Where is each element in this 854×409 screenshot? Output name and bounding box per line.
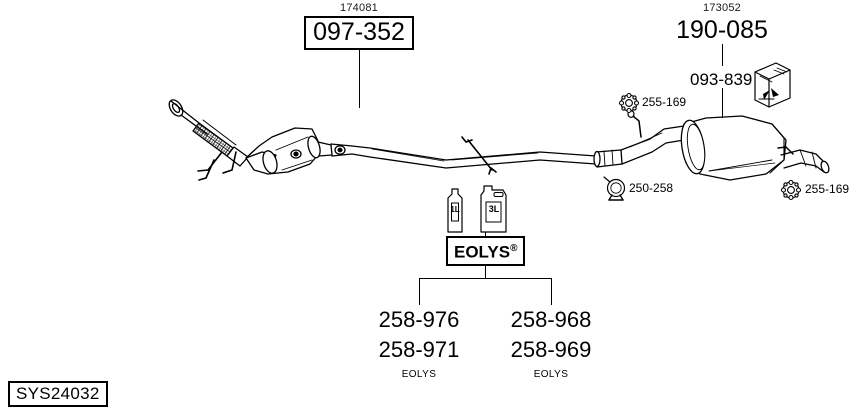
leader-line-eolys-right bbox=[551, 278, 552, 305]
leader-line-eolys-left bbox=[419, 278, 420, 305]
tail-pipe-graphic bbox=[777, 146, 830, 174]
eolys-label-text: EOLYS bbox=[454, 242, 511, 262]
mid-pipe-graphic bbox=[351, 136, 597, 175]
part-number-255-169-front[interactable]: 255-169 bbox=[642, 95, 687, 109]
bottle-1l-volume-label: 1L bbox=[450, 205, 460, 214]
registered-mark: ® bbox=[510, 243, 518, 254]
gasket-ring-icon-rear-graphic bbox=[780, 179, 802, 201]
flex-pipe-graphic bbox=[168, 99, 249, 181]
eolys-col-right: 258-968 258-969 EOLYS bbox=[487, 307, 615, 380]
part-number-250-258[interactable]: 250-258 bbox=[629, 181, 674, 195]
part-number-097-352[interactable]: 097-352 bbox=[304, 16, 414, 50]
eolys-bottle-1l-graphic bbox=[447, 188, 463, 233]
part-number-190-085[interactable]: 190-085 bbox=[676, 16, 768, 44]
eolys-col-left: 258-976 258-971 EOLYS bbox=[355, 307, 483, 380]
rear-pipe-graphic bbox=[620, 109, 685, 165]
package-box-icon-graphic bbox=[754, 62, 791, 108]
clamp-ring-icon-graphic bbox=[603, 176, 626, 201]
ref-code-173052: 173052 bbox=[703, 2, 741, 14]
leader-line-eolys-stem bbox=[485, 258, 486, 278]
leader-line-eolys-bracket bbox=[419, 278, 551, 279]
bottle-3l-volume-label: 3L bbox=[488, 204, 500, 214]
eolys-label-box[interactable]: EOLYS® bbox=[446, 236, 526, 266]
pipe-sleeve-joint-graphic bbox=[593, 149, 623, 168]
ref-code-174081: 174081 bbox=[340, 2, 378, 14]
system-code-box: SYS24032 bbox=[8, 381, 108, 407]
eolys-bottle-3l-graphic bbox=[480, 185, 507, 233]
callout-097-352: 174081 097-352 bbox=[292, 2, 426, 50]
part-number-258-969[interactable]: 258-969 bbox=[510, 337, 592, 362]
dpf-canister-graphic bbox=[245, 127, 333, 175]
part-number-258-971[interactable]: 258-971 bbox=[378, 337, 460, 362]
leader-line-097-352 bbox=[359, 50, 360, 108]
system-code: SYS24032 bbox=[8, 381, 108, 407]
gasket-ring-icon-front-graphic bbox=[618, 92, 640, 114]
part-number-093-839[interactable]: 093-839 bbox=[690, 70, 753, 89]
rear-silencer-graphic bbox=[680, 115, 787, 181]
leader-line-190-085-lower bbox=[722, 88, 723, 118]
leader-line-190-085-upper bbox=[722, 44, 723, 66]
eolys-caption-right: EOLYS bbox=[533, 369, 569, 380]
part-number-258-968[interactable]: 258-968 bbox=[510, 307, 592, 332]
part-number-258-976[interactable]: 258-976 bbox=[378, 307, 460, 332]
part-number-255-169-rear[interactable]: 255-169 bbox=[805, 182, 850, 196]
callout-190-085: 173052 190-085 bbox=[655, 2, 789, 43]
front-connector-graphic bbox=[330, 143, 353, 157]
eolys-caption-left: EOLYS bbox=[401, 369, 437, 380]
